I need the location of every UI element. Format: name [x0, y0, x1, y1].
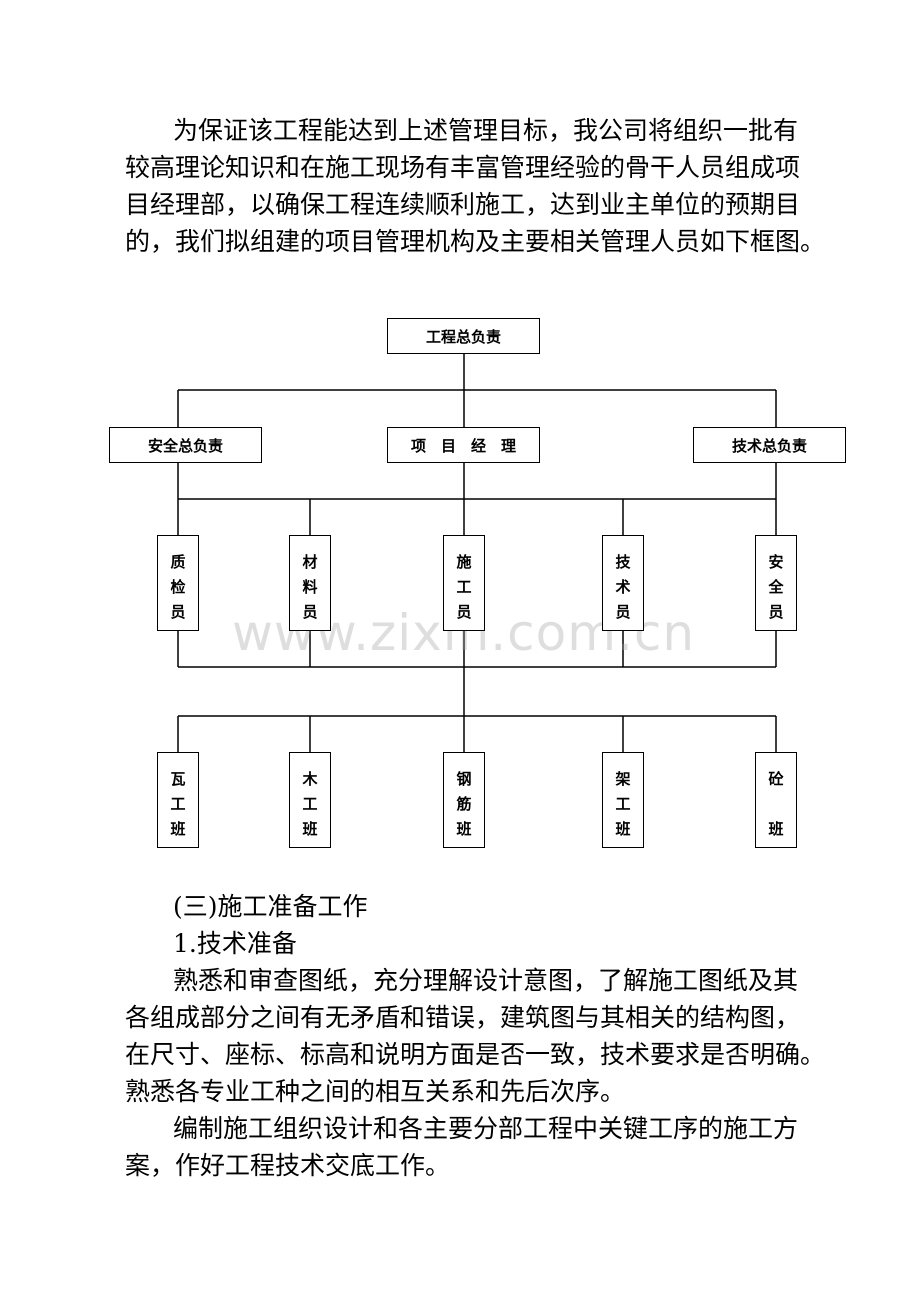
org-box-char: 筋	[456, 795, 472, 813]
org-box-carpentry-team: 木 工 班	[289, 752, 331, 848]
org-box-safety-director: 安全总负责	[109, 427, 262, 463]
org-box-char: 员	[456, 603, 472, 621]
org-box-project-manager: 项 目 经 理	[387, 427, 540, 463]
org-box-quality-inspector: 质 检 员	[157, 535, 199, 631]
org-box-char: 料	[302, 578, 318, 596]
org-box-char: 施	[456, 553, 472, 571]
org-box-char: 全	[768, 578, 784, 596]
org-box-char: 砼	[768, 770, 784, 788]
paragraph-line: 案，作好工程技术交底工作。	[125, 1151, 451, 1180]
org-box-concrete-team: 砼 班	[755, 752, 797, 848]
paragraph-line: 编制施工组织设计和各主要分部工程中关键工序的施工方	[173, 1114, 799, 1143]
org-box-char: 术	[615, 578, 631, 596]
section-paragraph-1: 熟悉和审查图纸，充分理解设计意图，了解施工图纸及其 各组成部分之间有无矛盾和错误…	[125, 962, 826, 1110]
org-box-char: 木	[302, 770, 318, 788]
org-box-char: 安	[768, 553, 784, 571]
org-box-safety-officer: 安 全 员	[755, 535, 797, 631]
org-box-char: 员	[170, 603, 186, 621]
org-box-scaffold-team: 架 工 班	[602, 752, 644, 848]
org-box-char: 工	[302, 795, 318, 813]
org-box-char: 班	[302, 820, 318, 838]
org-box-char: 钢	[456, 770, 472, 788]
intro-line: 为保证该工程能达到上述管理目标，我公司将组织一批有	[173, 116, 799, 145]
paragraph-line: 各组成部分之间有无矛盾和错误，建筑图与其相关的结构图，	[125, 1003, 801, 1032]
org-box-char: 质	[170, 553, 186, 571]
org-box-char: 材	[302, 553, 318, 571]
org-box-char: 工	[615, 795, 631, 813]
intro-paragraph: 为保证该工程能达到上述管理目标，我公司将组织一批有 较高理论知识和在施工现场有丰…	[125, 112, 826, 260]
section-subheading-text: 1.技术准备	[173, 929, 297, 958]
org-box-char: 员	[615, 603, 631, 621]
org-box-char: 班	[170, 820, 186, 838]
org-box-char: 班	[768, 820, 784, 838]
paragraph-line: 熟悉各专业工种之间的相互关系和先后次序。	[125, 1077, 626, 1106]
org-box-masonry-team: 瓦 工 班	[157, 752, 199, 848]
org-box-char: 检	[170, 578, 186, 596]
org-box-general-manager: 工程总负责	[387, 318, 540, 354]
org-box-char: 架	[615, 770, 631, 788]
org-box-char: 班	[615, 820, 631, 838]
org-box-rebar-team: 钢 筋 班	[443, 752, 485, 848]
section-paragraph-2: 编制施工组织设计和各主要分部工程中关键工序的施工方 案，作好工程技术交底工作。	[125, 1110, 805, 1184]
org-box-char: 瓦	[170, 770, 186, 788]
org-box-char: 员	[302, 603, 318, 621]
org-box-char: 工	[456, 578, 472, 596]
org-box-char: 工	[170, 795, 186, 813]
section-heading: (三)施工准备工作 1.技术准备	[125, 888, 805, 962]
intro-line: 较高理论知识和在施工现场有丰富管理经验的骨干人员组成项	[125, 153, 801, 182]
org-box-construction-officer: 施 工 员	[443, 535, 485, 631]
paragraph-line: 熟悉和审查图纸，充分理解设计意图，了解施工图纸及其	[173, 966, 799, 995]
org-box-technician: 技 术 员	[602, 535, 644, 631]
org-box-char: 员	[768, 603, 784, 621]
org-box-technical-director: 技术总负责	[693, 427, 846, 463]
org-box-char: 技	[615, 553, 631, 571]
section-heading-text: (三)施工准备工作	[173, 892, 368, 921]
paragraph-line: 在尺寸、座标、标高和说明方面是否一致，技术要求是否明确。	[125, 1040, 826, 1069]
org-box-materials-officer: 材 料 员	[289, 535, 331, 631]
org-box-char: 班	[456, 820, 472, 838]
intro-line: 的，我们拟组建的项目管理机构及主要相关管理人员如下框图。	[125, 227, 826, 256]
intro-line: 目经理部，以确保工程连续顺利施工，达到业主单位的预期目	[125, 190, 801, 219]
